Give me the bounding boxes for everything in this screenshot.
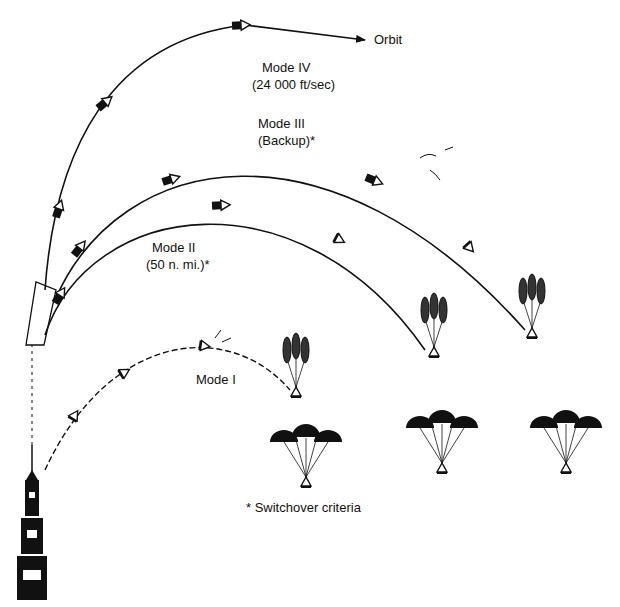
main-parachutes bbox=[530, 410, 602, 473]
trajectory-mode-i bbox=[45, 348, 290, 470]
mode-label: Mode IV bbox=[262, 60, 310, 76]
mode-note: (Backup)* bbox=[258, 133, 315, 149]
footnote: * Switchover criteria bbox=[246, 500, 361, 516]
drogue-parachutes bbox=[421, 293, 447, 357]
mode-label: Mode III bbox=[258, 116, 305, 132]
orbit-label: Orbit bbox=[374, 32, 402, 48]
mode-label: Mode I bbox=[196, 372, 236, 388]
main-parachutes bbox=[270, 424, 342, 487]
drogue-parachutes bbox=[283, 333, 309, 397]
mode-label: Mode II bbox=[152, 240, 195, 256]
launch-vehicle bbox=[17, 345, 47, 600]
mode-note: (50 n. mi.)* bbox=[146, 257, 210, 273]
main-parachutes bbox=[406, 410, 478, 473]
trajectory-mode-ii bbox=[45, 224, 425, 350]
mode-note: (24 000 ft/sec) bbox=[252, 77, 335, 93]
spacecraft-icons bbox=[51, 20, 477, 422]
separated-stage bbox=[26, 282, 56, 345]
jettison-debris bbox=[215, 147, 453, 342]
trajectory-mode-iii bbox=[55, 176, 525, 330]
drogue-parachutes bbox=[519, 274, 545, 338]
trajectory-mode-iv bbox=[45, 25, 365, 290]
